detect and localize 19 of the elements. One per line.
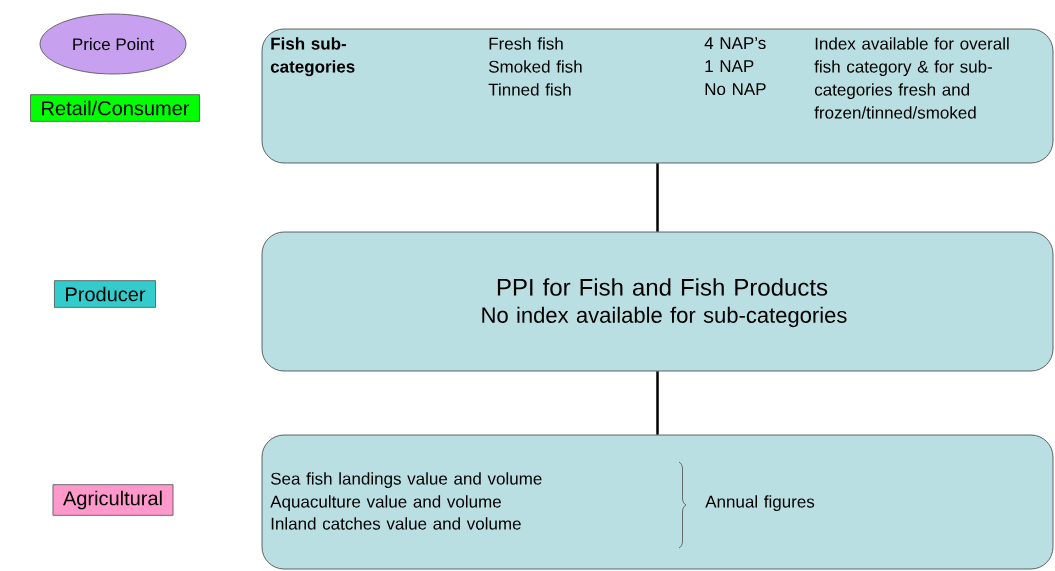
box-text: 1 NAP (705, 60, 754, 72)
box-text: PPI for Fish and Fish Products (497, 278, 828, 296)
box-text: Fish sub-categories (270, 37, 355, 77)
connector-line (656, 163, 659, 232)
box-text: Smoked fish (488, 60, 582, 73)
box-text: Aquaculture value and volume (270, 495, 501, 512)
box-text: No index available for sub-categories (482, 306, 847, 328)
box-text: Annual figures (705, 495, 815, 512)
box-text: Fresh fish (489, 37, 563, 50)
box-text: 4 NAP’s (704, 37, 766, 50)
box-text: Index available for overall fish category & for sub-categories fresh and frozen/tinned/smoked (814, 37, 1009, 119)
label-box: Agricultural (52, 484, 174, 516)
connector-line (656, 371, 659, 435)
box-text: Sea fish landings value and volume (270, 472, 542, 489)
label-box: Producer (54, 280, 156, 308)
label-box: Retail/Consumer (30, 94, 200, 122)
box-text: Tinned fish (488, 83, 571, 96)
box-text: No NAP (705, 83, 766, 96)
box-text: Inland catches value and volume (271, 517, 521, 530)
